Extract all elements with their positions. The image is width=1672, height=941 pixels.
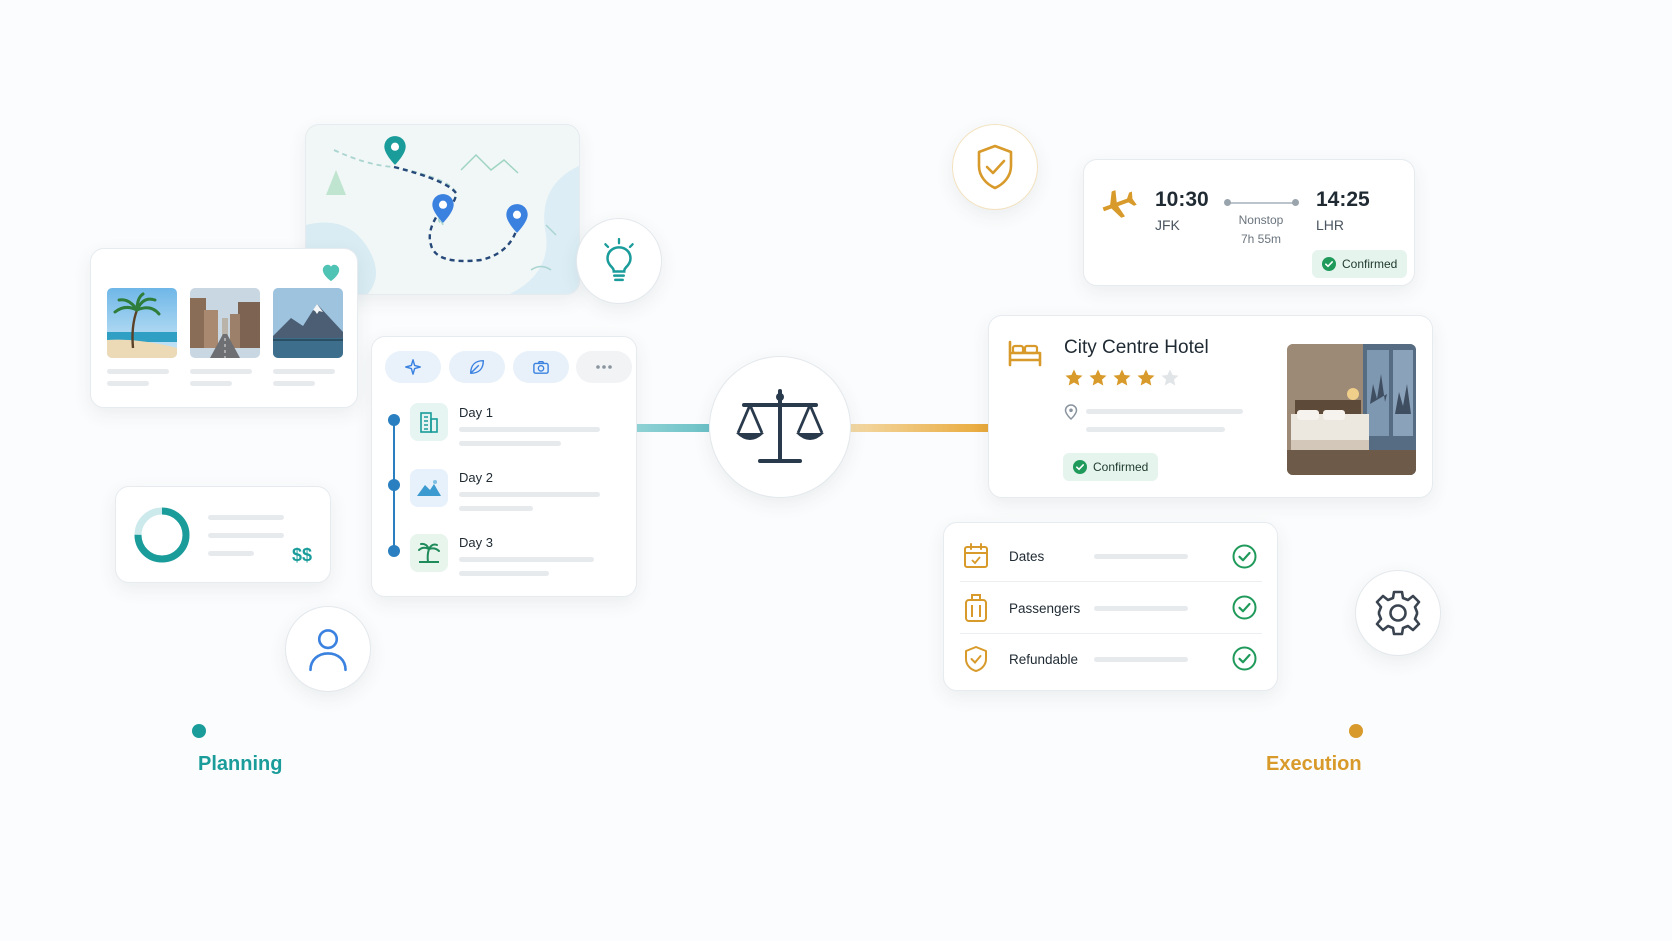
check-circle-icon xyxy=(1232,595,1257,620)
planning-label: Planning xyxy=(198,753,283,775)
day-3-label: Day 3 xyxy=(459,535,493,550)
star-icon xyxy=(1089,369,1107,386)
timeline-start-dot xyxy=(192,724,206,738)
heart-icon[interactable] xyxy=(320,262,342,282)
arrive-time: 14:25 xyxy=(1316,188,1370,211)
check-circle-icon xyxy=(1232,646,1257,671)
city-photo[interactable] xyxy=(190,288,260,358)
balance-hub[interactable] xyxy=(709,356,851,498)
budget-currency: $$ xyxy=(292,545,313,565)
route-end-dot xyxy=(1292,199,1299,206)
hotel-card[interactable]: City Centre Hotel Confirmed xyxy=(988,315,1433,498)
budget-donut xyxy=(134,507,190,563)
route-line xyxy=(1227,202,1295,204)
hotel-room-photo[interactable] xyxy=(1287,344,1416,475)
more-icon xyxy=(596,365,612,369)
route-start-dot xyxy=(1224,199,1231,206)
day-1-label: Day 1 xyxy=(459,405,493,420)
depart-code: JFK xyxy=(1155,217,1180,233)
hotel-rating xyxy=(1064,368,1180,388)
hotel-name: City Centre Hotel xyxy=(1064,337,1209,358)
star-icon xyxy=(1137,369,1155,386)
map-pin-icon xyxy=(384,136,406,165)
itinerary-card[interactable]: Day 1 Day 2 Day 3 xyxy=(371,336,637,597)
airplane-icon xyxy=(1102,190,1137,218)
planning-connector xyxy=(637,424,709,432)
day-1-dot xyxy=(388,414,400,426)
user-profile-button[interactable] xyxy=(285,606,371,692)
flight-stops: Nonstop xyxy=(1238,213,1284,227)
tool-more-button[interactable] xyxy=(576,351,632,383)
check-circle-icon xyxy=(1322,257,1336,271)
beach-photo[interactable] xyxy=(107,288,177,358)
lightbulb-button[interactable] xyxy=(576,218,662,304)
flight-card[interactable]: 10:30 JFK Nonstop 7h 55m 14:25 LHR Confi… xyxy=(1083,159,1415,286)
check-circle-icon xyxy=(1073,460,1087,474)
divider xyxy=(960,581,1262,582)
tool-sparkle-button[interactable] xyxy=(385,351,441,383)
arrive-code: LHR xyxy=(1316,217,1345,233)
star-icon xyxy=(1065,369,1083,386)
calendar-icon xyxy=(964,543,988,568)
camera-icon xyxy=(533,360,549,374)
location-pin-icon xyxy=(1064,404,1078,420)
map-pin-icon xyxy=(432,194,454,223)
protection-button[interactable] xyxy=(952,124,1038,210)
building-icon xyxy=(410,403,448,441)
timeline-end-dot xyxy=(1349,724,1363,738)
palm-tree-icon xyxy=(410,534,448,572)
budget-card[interactable]: $$ xyxy=(115,486,331,583)
flight-status-text: Confirmed xyxy=(1342,257,1398,271)
leaf-icon xyxy=(469,359,485,375)
day-3-dot xyxy=(388,545,400,557)
tool-leaf-button[interactable] xyxy=(449,351,505,383)
map-pin-icon xyxy=(506,204,528,233)
depart-time: 10:30 xyxy=(1155,188,1209,211)
execution-connector xyxy=(850,424,988,432)
balance-scale-icon xyxy=(736,389,824,463)
checklist-item-refundable: Refundable xyxy=(1009,652,1079,667)
destination-gallery-card[interactable] xyxy=(90,248,358,408)
shield-icon xyxy=(965,646,987,672)
flight-status-badge: Confirmed xyxy=(1312,250,1408,278)
flight-duration: 7h 55m xyxy=(1240,232,1282,246)
user-icon xyxy=(309,629,347,672)
planning-execution-timeline xyxy=(192,724,1363,738)
sparkle-icon xyxy=(405,359,421,375)
star-icon xyxy=(1113,369,1131,386)
lightbulb-icon xyxy=(604,238,634,282)
checklist-item-passengers: Passengers xyxy=(1009,601,1081,616)
luggage-icon xyxy=(965,594,987,622)
mountain-icon xyxy=(410,469,448,507)
hotel-status-badge: Confirmed xyxy=(1063,453,1159,481)
booking-checklist-card[interactable]: Dates Passengers Refundable xyxy=(943,522,1278,691)
hotel-status-text: Confirmed xyxy=(1093,460,1149,474)
settings-button[interactable] xyxy=(1355,570,1441,656)
check-circle-icon xyxy=(1232,544,1257,569)
bed-icon xyxy=(1008,340,1042,367)
checklist-item-dates: Dates xyxy=(1009,549,1045,564)
divider xyxy=(960,633,1262,634)
gear-icon xyxy=(1375,590,1421,636)
execution-label: Execution xyxy=(1266,753,1362,775)
day-2-dot xyxy=(388,479,400,491)
mountain-photo[interactable] xyxy=(273,288,343,358)
shield-check-icon xyxy=(977,144,1013,190)
day-2-label: Day 2 xyxy=(459,470,493,485)
star-icon xyxy=(1161,369,1179,386)
tool-camera-button[interactable] xyxy=(513,351,569,383)
